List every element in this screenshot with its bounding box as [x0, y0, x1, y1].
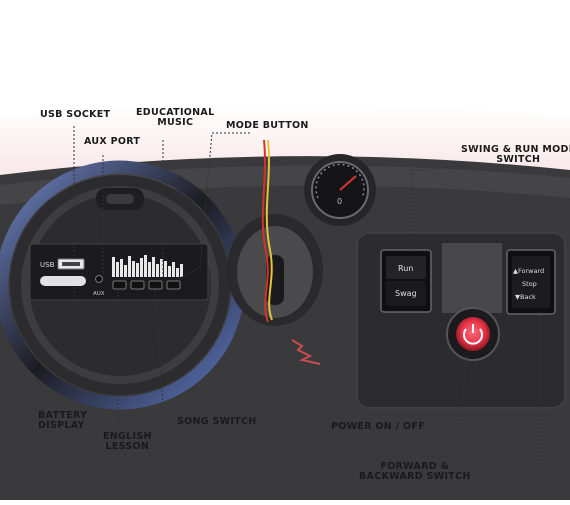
- callout-lines: [73, 126, 541, 464]
- forward-text: ▲Forward: [513, 267, 544, 275]
- battery-display-label-line1: BATTERY: [38, 410, 88, 421]
- swing-run-switch-upper: [386, 256, 426, 279]
- usb-socket-label: USB SOCKET: [40, 109, 111, 120]
- forward-backward-switch-label-line2: BACKWARD SWITCH: [359, 471, 471, 482]
- forward-backward-switch-label-line1: FORWARD &: [380, 461, 450, 472]
- usb-text: USB: [40, 261, 55, 269]
- aux-port[interactable]: [95, 275, 103, 283]
- swing-run-switch-label: SWING & RUN MODE SWITCH: [461, 145, 570, 165]
- panel-sticker: [442, 243, 502, 313]
- english-lesson-label-line1: ENGLISH: [103, 431, 152, 442]
- mode-button-label: MODE BUTTON: [226, 120, 309, 131]
- gauge-needle: [339, 175, 357, 191]
- power-icon: [463, 328, 483, 345]
- aux-text: AUX: [93, 291, 105, 297]
- gauge-ticks: [315, 163, 365, 199]
- battery-display-label: BATTERY DISPLAY: [38, 411, 87, 431]
- equalizer-display: [112, 255, 183, 277]
- swing-run-switch-lower: [386, 281, 426, 306]
- educational-music-label-line2: MUSIC: [157, 117, 194, 128]
- educational-music-label-line1: EDUCATIONAL: [136, 107, 215, 118]
- wheel-horn-inset: [106, 194, 134, 204]
- battery-display-label-line2: DISPLAY: [38, 420, 85, 431]
- mode-button[interactable]: [166, 280, 181, 290]
- song-switch-label: SONG SWITCH: [177, 416, 257, 427]
- english-lesson-label-line2: LESSON: [105, 441, 150, 452]
- usb-socket-slot: [62, 262, 80, 266]
- english-lesson-label: ENGLISH LESSON: [103, 432, 152, 452]
- educational-music-button[interactable]: [130, 280, 145, 290]
- song-switch-button[interactable]: [148, 280, 163, 290]
- swag-text: Swag: [395, 289, 417, 298]
- stop-text: Stop: [522, 280, 537, 288]
- yellow-wire: [265, 139, 273, 321]
- ribbon-tag: [291, 339, 321, 365]
- back-text: ▼Back: [515, 293, 536, 301]
- gauge-zero: 0: [337, 197, 342, 206]
- aux-port-label: AUX PORT: [84, 136, 141, 147]
- power-button[interactable]: [456, 317, 490, 351]
- run-text: Run: [398, 264, 413, 273]
- swing-run-switch-label-line1: SWING & RUN MODE: [461, 144, 570, 155]
- forward-backward-switch-face: [512, 256, 550, 308]
- english-lesson-button[interactable]: [112, 280, 127, 290]
- forward-backward-switch-label: FORWARD & BACKWARD SWITCH: [359, 462, 471, 482]
- educational-music-label: EDUCATIONAL MUSIC: [136, 108, 214, 128]
- battery-display: [40, 276, 86, 286]
- swing-run-switch-label-line2: SWITCH: [496, 154, 541, 165]
- red-wire: [261, 139, 269, 323]
- power-on-off-label: POWER ON / OFF: [331, 421, 425, 432]
